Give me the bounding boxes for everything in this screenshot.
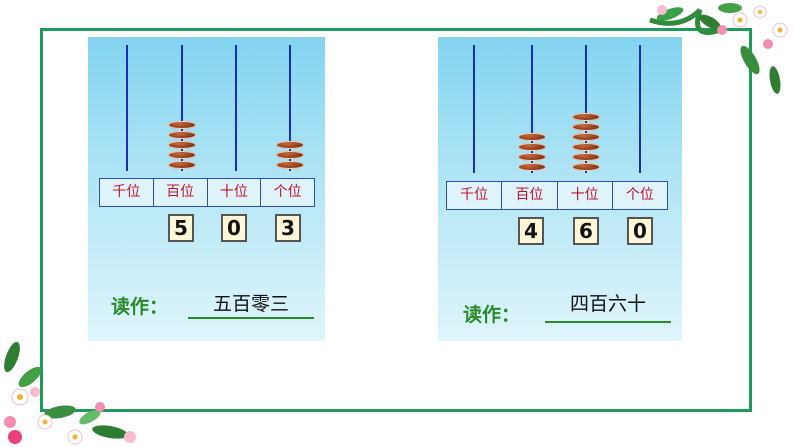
rod-thousands (473, 45, 475, 173)
answer-underline-left (188, 317, 314, 319)
label-thousands: 千位 (446, 182, 502, 209)
place-value-labels-left: 千位 百位 十位 个位 (99, 178, 315, 207)
slide-frame (40, 28, 752, 412)
rod-tens (585, 45, 587, 173)
label-thousands: 千位 (99, 179, 153, 206)
label-ones: 个位 (611, 182, 668, 209)
label-tens: 十位 (556, 182, 612, 209)
bead-hundreds (168, 131, 196, 139)
read-label-left: 读作： (111, 296, 169, 318)
rod-ones (289, 45, 291, 171)
bead-ones (276, 161, 304, 169)
bead-hundreds (518, 133, 546, 141)
bead-tens (572, 123, 600, 131)
digit-hundreds-left: 5 (168, 214, 194, 242)
bead-hundreds (518, 163, 546, 171)
digit-ones-right: 0 (627, 217, 653, 245)
bead-hundreds (518, 143, 546, 151)
label-ones: 个位 (260, 179, 315, 206)
flower-decoration-top-right (649, 3, 788, 94)
bead-tens (572, 163, 600, 171)
label-tens: 十位 (206, 179, 261, 206)
bead-hundreds (168, 151, 196, 159)
bead-hundreds (168, 141, 196, 149)
bead-tens (572, 153, 600, 161)
bead-tens (572, 143, 600, 151)
bead-tens (572, 113, 600, 121)
bead-ones (276, 151, 304, 159)
bead-hundreds (168, 121, 196, 129)
rod-tens (235, 45, 237, 171)
abacus-panel-right: 千位 百位 十位 个位 4 6 0 读作： 四百六十 (438, 37, 682, 341)
flower-decoration-bottom-left (4, 341, 136, 445)
label-hundreds: 百位 (501, 182, 557, 209)
abacus-panel-left: 千位 百位 十位 个位 5 0 3 读作： 五百零三 (88, 37, 325, 341)
label-hundreds: 百位 (152, 179, 207, 206)
answer-underline-right (545, 321, 671, 323)
digit-tens-right: 6 (573, 217, 599, 245)
bead-tens (572, 133, 600, 141)
read-label-right: 读作： (463, 304, 521, 326)
bead-hundreds (168, 161, 196, 169)
read-answer-right: 四百六十 (569, 293, 646, 315)
bead-ones (276, 141, 304, 149)
rod-hundreds (531, 45, 533, 173)
digit-tens-left: 0 (221, 214, 247, 242)
rod-ones (639, 45, 641, 173)
digit-hundreds-right: 4 (518, 217, 544, 245)
bead-hundreds (518, 153, 546, 161)
place-value-labels-right: 千位 百位 十位 个位 (446, 181, 668, 210)
digit-ones-left: 3 (275, 214, 301, 242)
read-answer-left: 五百零三 (212, 293, 289, 315)
rod-hundreds (181, 45, 183, 171)
rod-thousands (126, 45, 128, 171)
